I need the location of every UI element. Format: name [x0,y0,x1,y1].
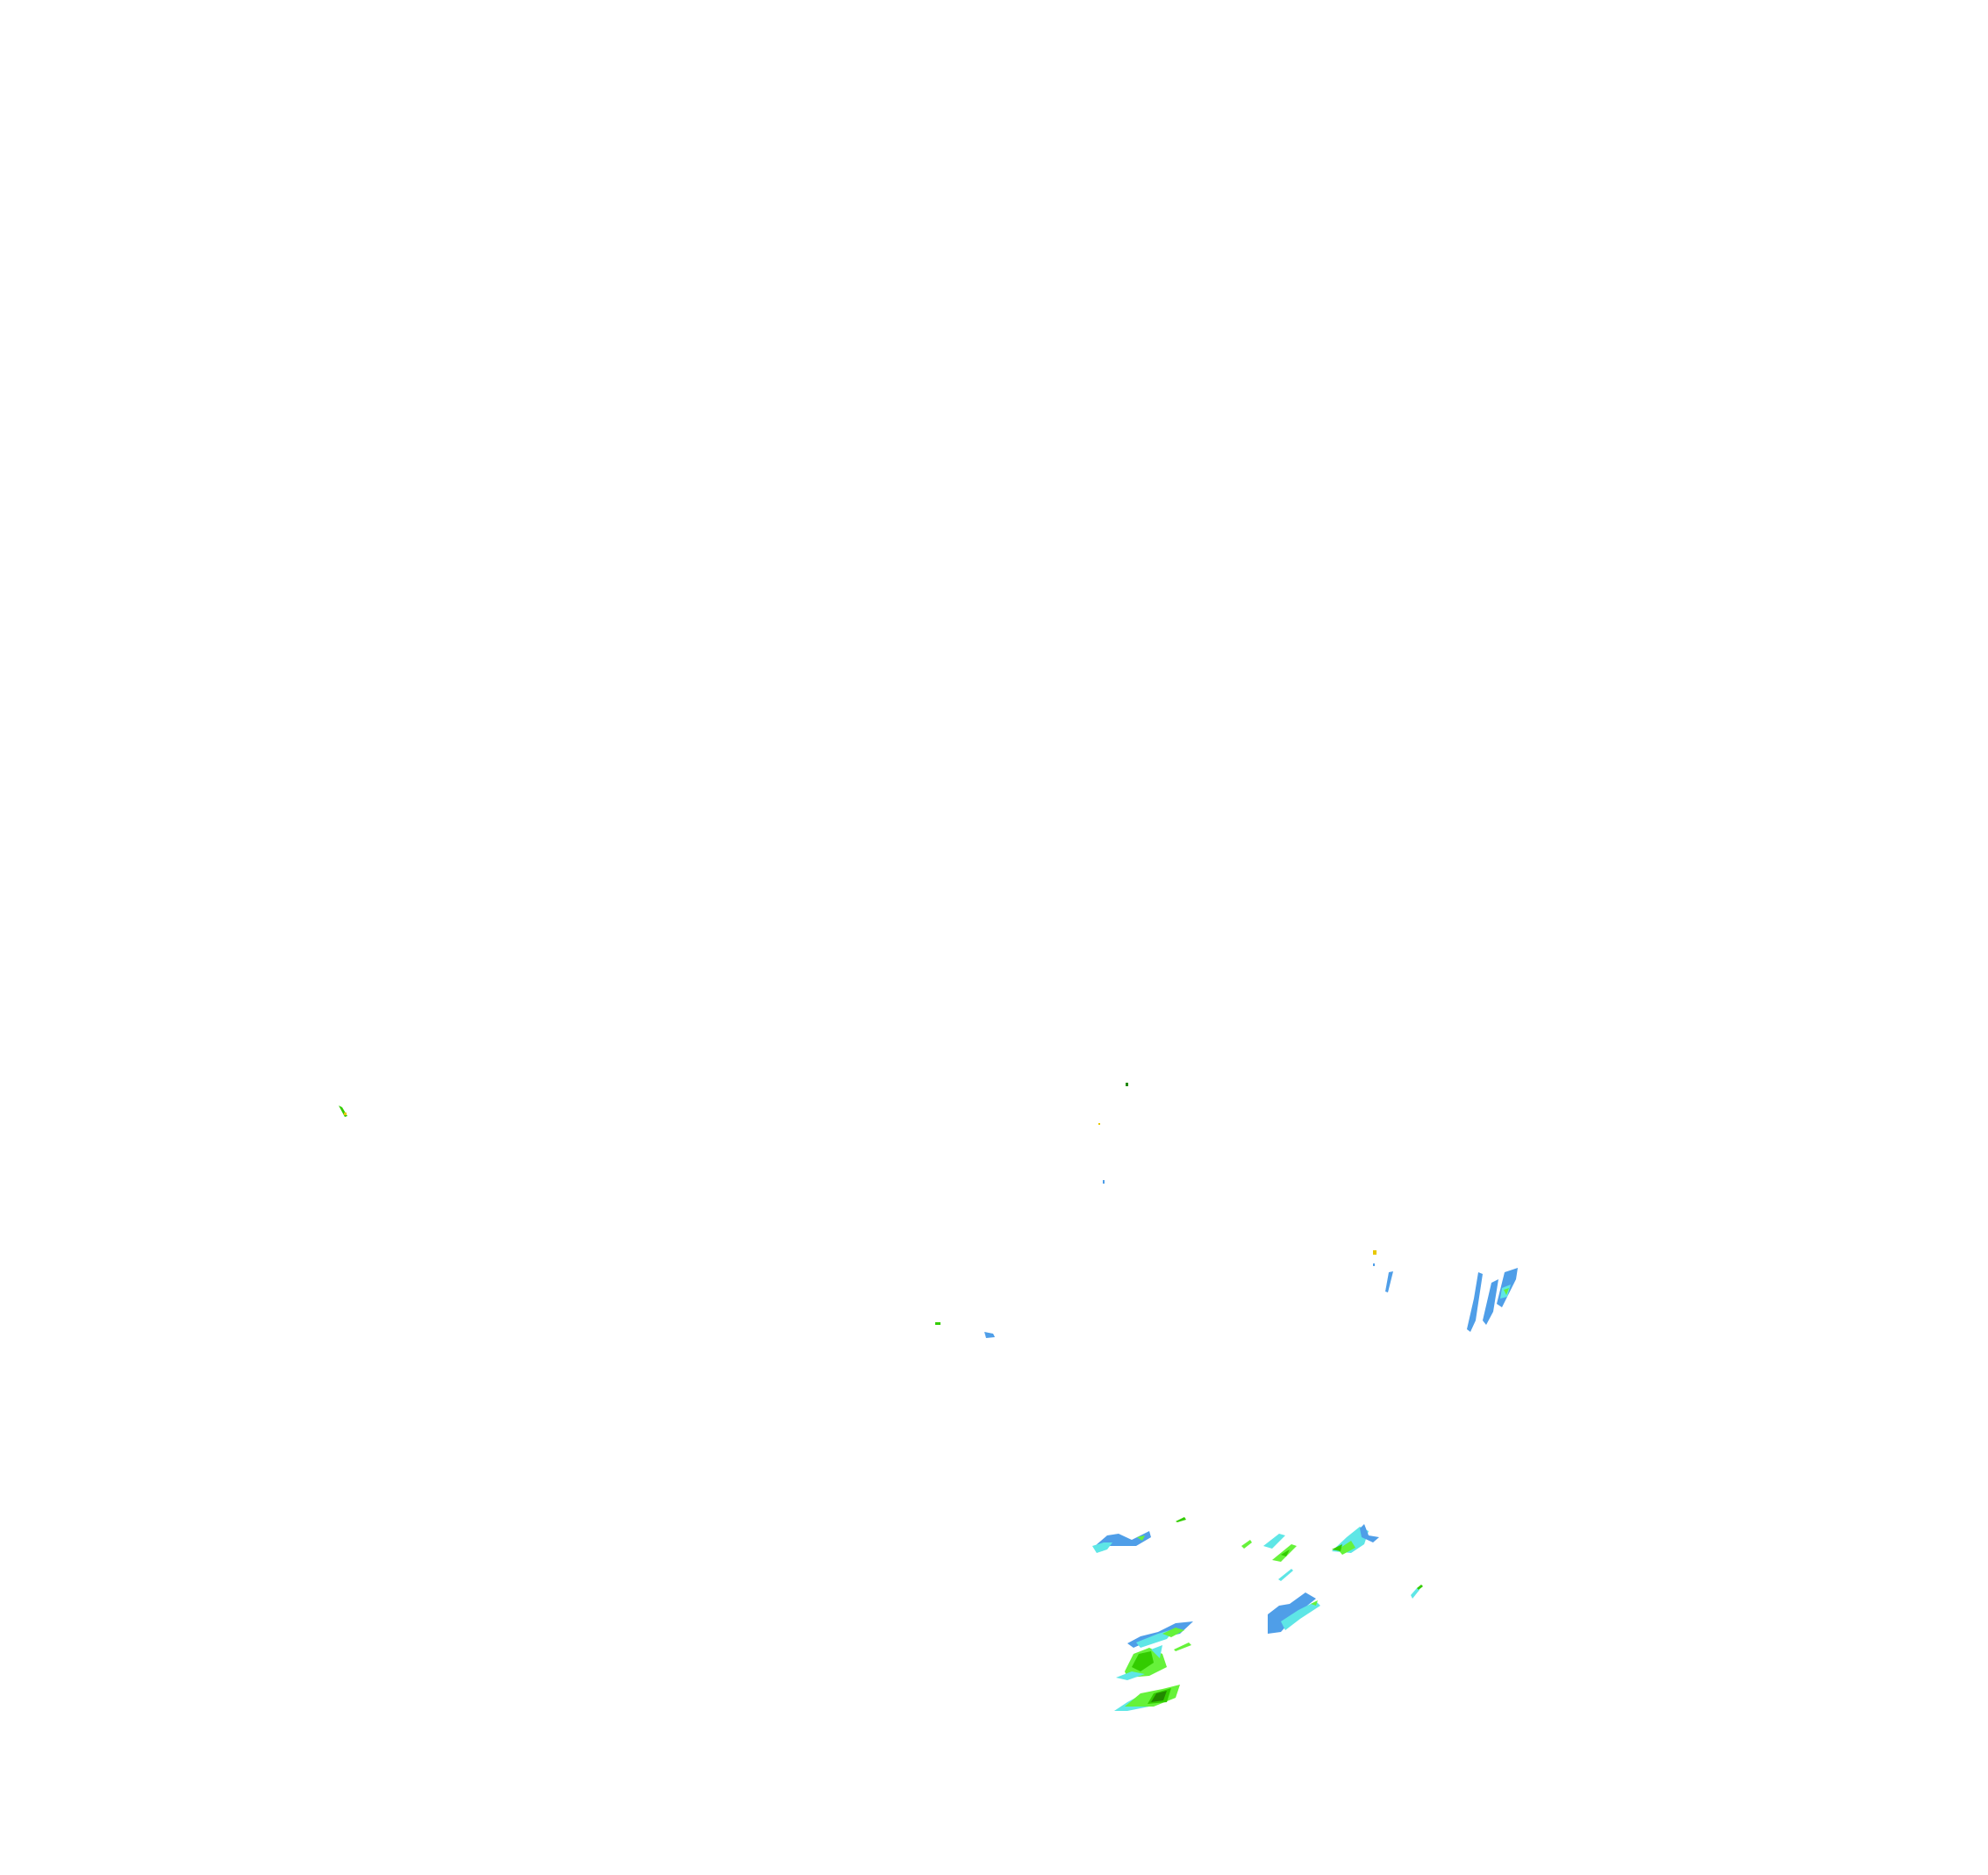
echo-cell [1467,1272,1483,1332]
echo-cell [1373,1263,1375,1266]
echo-cell [1176,1517,1186,1522]
echo-cell [1268,1592,1316,1634]
echo-cell [1092,1542,1112,1553]
echo-cell [1373,1250,1377,1255]
echo-cell [1241,1540,1252,1549]
echo-cell [1417,1585,1423,1590]
echo-cell [1311,1600,1318,1606]
echo-cell [1103,1180,1105,1184]
echo-cell [344,1113,347,1115]
echo-cell [1332,1544,1342,1551]
echo-cell [1385,1271,1393,1292]
echo-cell [1360,1524,1379,1542]
echo-cell [339,1106,347,1117]
echo-cell [1278,1569,1293,1581]
echo-cell [1098,1123,1100,1125]
echo-cell [1263,1534,1285,1549]
echo-cluster-northeast [1467,1268,1518,1332]
echo-cell [1483,1279,1498,1325]
echo-cell [1162,1628,1184,1637]
echo-cell [1281,1549,1290,1557]
echo-cluster-south [1092,1517,1423,1711]
echo-cell [1411,1588,1419,1599]
echo-cell [1126,1083,1128,1086]
echo-cell [1174,1642,1191,1651]
isolated-echoes [339,1083,1393,1338]
echo-cell [1137,1535,1145,1541]
echo-cell [1151,1645,1162,1658]
echo-cell [1132,1651,1154,1671]
echo-cell [935,1322,940,1325]
echo-cell [1338,1541,1355,1555]
echo-cell [1116,1671,1145,1680]
echo-cell [1504,1288,1509,1295]
echo-cell [984,1332,995,1338]
echo-cell [1281,1601,1320,1630]
echo-cell [1151,1691,1167,1702]
